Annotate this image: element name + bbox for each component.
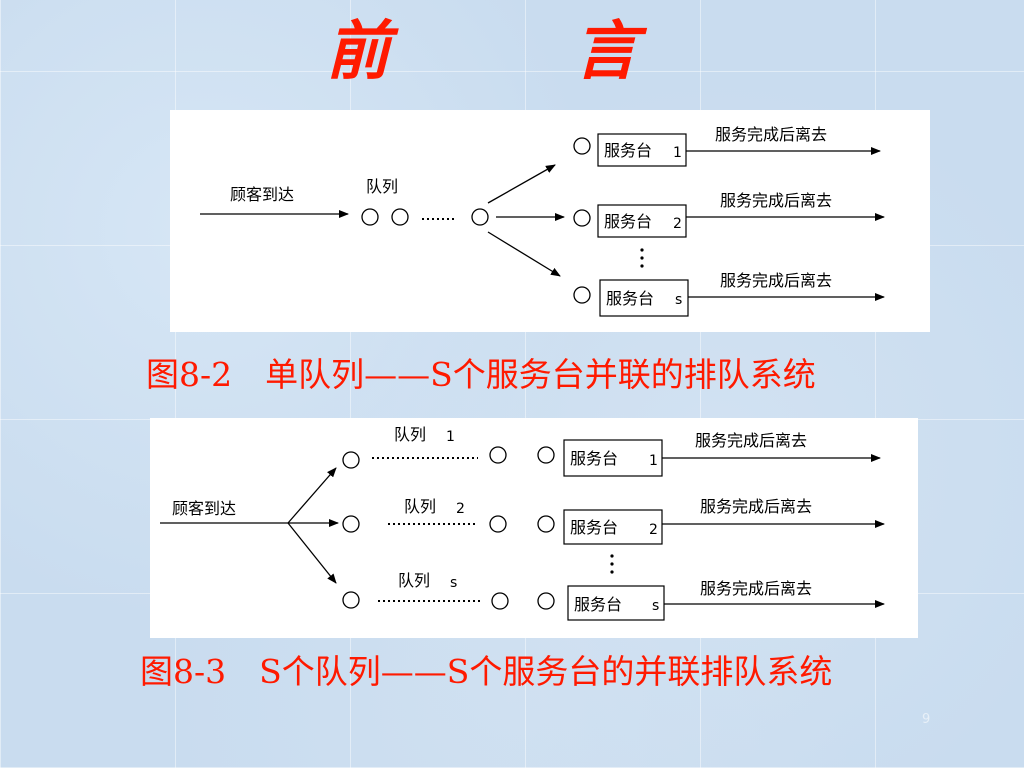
server-label: 服务台	[570, 449, 618, 468]
server-box-1	[563, 439, 663, 477]
in-service-customer	[573, 209, 591, 227]
page-number: 9	[922, 712, 931, 727]
server-index: 1	[649, 453, 658, 469]
depart-label: 服务完成后离去	[720, 191, 832, 210]
server-ellipsis-dot	[640, 256, 644, 260]
server-label: 服务台	[574, 595, 622, 614]
branch-arrow	[287, 522, 337, 584]
branch-arrow	[287, 467, 337, 524]
depart-label: 服务完成后离去	[720, 271, 832, 290]
depart-label: 服务完成后离去	[715, 125, 827, 144]
arrival-label: 顾客到达	[172, 499, 236, 518]
queue-customer	[491, 592, 509, 610]
queue-label: 队列	[366, 177, 398, 196]
server-box-2	[597, 204, 687, 238]
queue-index: s	[450, 575, 457, 591]
figure-multi-queue-diagram: 顾客到达 队列 1 服务台 1 服务完成后离去 队列 2 服务台 2 服务完成后…	[150, 418, 918, 638]
in-service-customer	[573, 137, 591, 155]
queue-customer	[342, 591, 360, 609]
queue-customer	[361, 208, 379, 226]
queue-index: 1	[446, 429, 455, 445]
server-ellipsis-dot	[640, 264, 644, 268]
figure-single-queue-diagram: 顾客到达 队列 服务台 1 服务完成后离去 服务台 2 服务完成后离去 服务台	[170, 110, 930, 332]
queue-customer	[489, 446, 507, 464]
server-ellipsis-dot	[640, 248, 644, 252]
server-label: 服务台	[604, 212, 652, 231]
in-service-customer	[573, 286, 591, 304]
figure2-caption: 图8-3 S个队列——S个服务台的并联排队系统	[140, 652, 833, 691]
queue-customer	[342, 451, 360, 469]
queue-customer	[471, 208, 489, 226]
queue-label: 队列	[398, 571, 430, 590]
server-index: 2	[673, 216, 682, 232]
server-index: 1	[673, 145, 682, 161]
queue-customer	[342, 515, 360, 533]
in-service-customer	[537, 515, 555, 533]
server-box-s	[599, 279, 689, 317]
arrival-label: 顾客到达	[230, 185, 294, 204]
server-index: s	[675, 292, 682, 308]
server-ellipsis-dot	[610, 562, 614, 566]
branch-arrow	[487, 231, 561, 277]
depart-label: 服务完成后离去	[695, 431, 807, 450]
slide-title: 前 言	[326, 14, 698, 89]
server-index: s	[652, 598, 659, 614]
queue-customer	[391, 208, 409, 226]
server-box-2	[563, 509, 663, 545]
server-ellipsis-dot	[610, 570, 614, 574]
depart-label: 服务完成后离去	[700, 579, 812, 598]
server-index: 2	[649, 522, 658, 538]
server-ellipsis-dot	[610, 554, 614, 558]
server-label: 服务台	[604, 141, 652, 160]
figure1-caption: 图8-2 单队列——S个服务台并联的排队系统	[146, 355, 816, 394]
server-box-1	[597, 133, 687, 167]
queue-label: 队列	[404, 497, 436, 516]
queue-label: 队列	[394, 425, 426, 444]
server-label: 服务台	[606, 289, 654, 308]
in-service-customer	[537, 446, 555, 464]
queue-index: 2	[456, 501, 465, 517]
server-label: 服务台	[570, 518, 618, 537]
in-service-customer	[537, 592, 555, 610]
depart-label: 服务完成后离去	[700, 497, 812, 516]
server-box-s	[567, 585, 665, 621]
branch-arrow	[487, 164, 556, 204]
queue-customer	[489, 515, 507, 533]
